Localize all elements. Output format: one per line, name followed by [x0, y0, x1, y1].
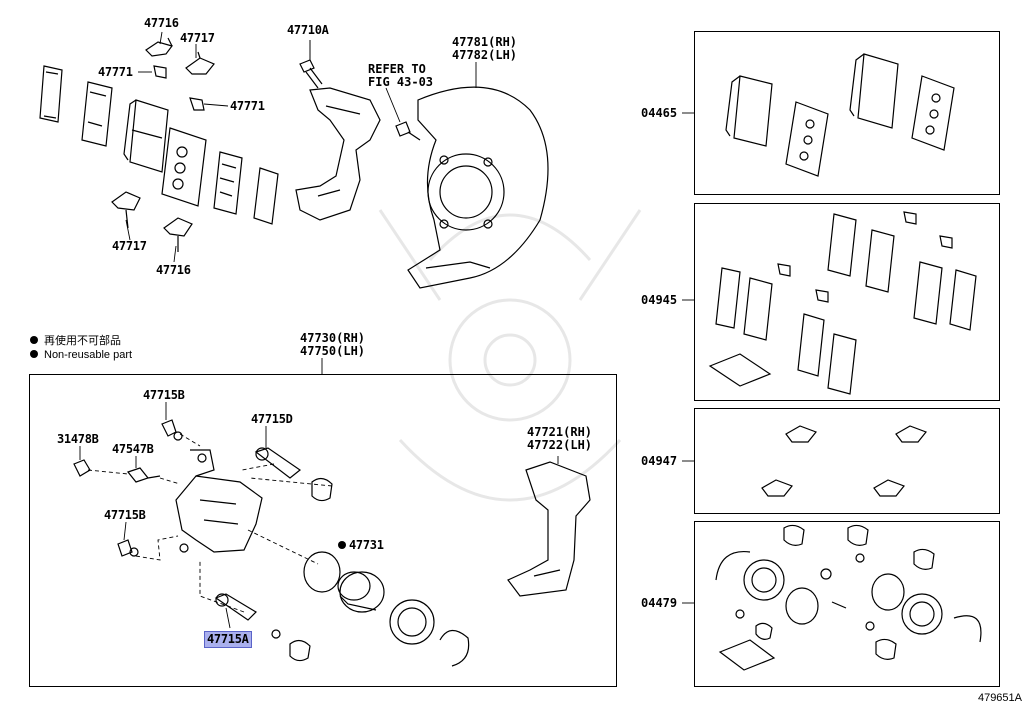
- anti-squeal-shim-2: [253, 167, 279, 225]
- non-reusable-dot-icon: [338, 541, 346, 549]
- label-47782: 47782(LH): [452, 48, 518, 62]
- caliper-assembly-box: [29, 374, 617, 687]
- label-47771-b: 47771: [230, 99, 265, 113]
- brake-pad-inner: [161, 127, 207, 207]
- bolt-refer: [395, 121, 421, 141]
- spring-47771-b: [189, 97, 205, 111]
- label-47781-47782: 47781(RH) 47782(LH): [452, 36, 517, 62]
- caliper-mounting-bracket-top: [295, 87, 381, 221]
- kit-04465-art: [725, 53, 955, 177]
- label-47715b-top: 47715B: [143, 388, 185, 402]
- label-47730: 47730(RH): [300, 331, 366, 345]
- kit-04947-art: [761, 425, 927, 497]
- figure-id: 479651A: [977, 692, 1022, 704]
- label-47781: 47781(RH): [452, 35, 518, 49]
- retaining-ring: [439, 629, 470, 667]
- kit-label-04947[interactable]: 04947: [641, 454, 678, 468]
- refer-to-line-1: REFER TO: [368, 62, 426, 76]
- refer-to-text: REFER TO FIG 43-03: [368, 63, 433, 89]
- disc-brake-dust-cover: [407, 86, 549, 289]
- leader-lines: [79, 31, 694, 629]
- label-47715a-highlighted[interactable]: 47715A: [204, 631, 252, 648]
- pad-clip-bottom-2: [163, 217, 193, 252]
- label-47731: 47731: [338, 539, 384, 552]
- small-ring: [271, 629, 281, 639]
- bolt-47715d: [254, 447, 302, 479]
- pad-shim-outer: [39, 65, 63, 123]
- anti-squeal-shim: [213, 151, 243, 215]
- kit-04945-art: [708, 211, 977, 395]
- guide-lines: [87, 433, 333, 613]
- label-47750: 47750(LH): [300, 344, 366, 358]
- mounting-47721: [507, 461, 591, 597]
- kit-label-04465[interactable]: 04465: [641, 106, 678, 120]
- label-47716-top: 47716: [144, 16, 179, 30]
- seal-ring: [303, 551, 341, 593]
- bleeder-47547b: [126, 467, 161, 483]
- legend-english: Non-reusable part: [30, 349, 132, 361]
- label-47721: 47721(RH): [527, 425, 593, 439]
- brake-pad-outer: [123, 99, 169, 173]
- label-47715d: 47715D: [251, 412, 293, 426]
- label-47721-47722: 47721(RH) 47722(LH): [527, 426, 592, 452]
- pad-clip-top: [145, 37, 174, 57]
- bullet-icon: [30, 350, 38, 358]
- legend-japanese: 再使用不可部品: [30, 332, 121, 348]
- label-47716-bottom: 47716: [156, 263, 191, 277]
- bolt-47715b-bot: [117, 539, 139, 557]
- kit-label-04479[interactable]: 04479: [641, 596, 678, 610]
- label-47717-top: 47717: [180, 31, 215, 45]
- bolt-47715b-top: [161, 419, 183, 441]
- kit-box-04465: [694, 31, 1000, 195]
- label-47547b: 47547B: [112, 442, 154, 456]
- spring-47771: [153, 65, 167, 79]
- label-47730-47750: 47730(RH) 47750(LH): [300, 332, 365, 358]
- bullet-icon: [30, 336, 38, 344]
- refer-to-line-2: FIG 43-03: [368, 75, 434, 89]
- pad-clip-bottom: [111, 191, 141, 229]
- kit-04479-art: [715, 524, 982, 671]
- kit-label-04945[interactable]: 04945: [641, 293, 678, 307]
- boot-a: [289, 639, 311, 662]
- label-47771-a: 47771: [98, 65, 133, 79]
- label-47722: 47722(LH): [527, 438, 593, 452]
- watermark: [378, 209, 642, 502]
- kit-box-04947: [694, 408, 1000, 514]
- caliper-body: [175, 449, 263, 553]
- pin-47715a: [214, 593, 257, 621]
- bolt-47710a: [299, 40, 323, 89]
- label-47715b-bottom: 47715B: [104, 508, 146, 522]
- kit-box-04945: [694, 203, 1000, 401]
- boot-b: [311, 477, 333, 502]
- piston: [337, 571, 385, 613]
- label-47717-bottom: 47717: [112, 239, 147, 253]
- label-31478b: 31478B: [57, 432, 99, 446]
- pad-clip-top-2: [185, 51, 215, 75]
- label-47710a: 47710A: [287, 23, 329, 37]
- kit-box-04479: [694, 521, 1000, 687]
- piston-boot: [389, 599, 435, 645]
- pad-shim-inner: [81, 81, 113, 147]
